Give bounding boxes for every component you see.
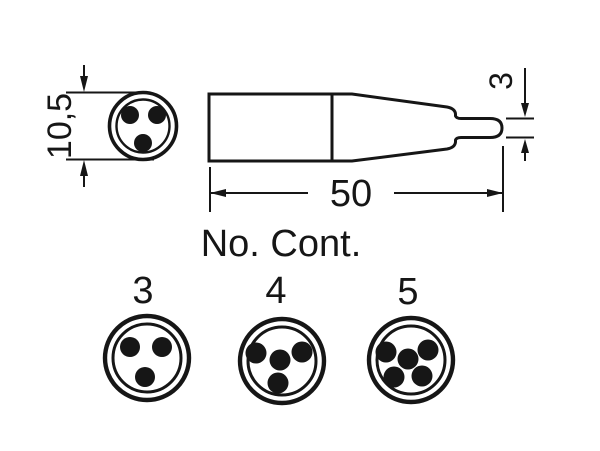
side-view-length-label: 50 [330,173,372,215]
arrow-up-icon [521,139,529,153]
pin [152,337,172,357]
pin [417,339,439,361]
side-view-tip-arrows [521,103,529,153]
pinout-variant-3-label: 3 [132,270,153,312]
front-view-diameter-dimension [66,65,154,187]
pin [135,367,155,387]
pin [375,341,397,363]
pinout-variant-4: 4 [237,270,327,406]
side-view-length-arrows [210,189,503,197]
pinout-3-inner-ring [111,322,183,394]
pin [411,365,433,387]
front-view-diameter-label: 10,5 [41,93,79,159]
front-view-pins [121,106,166,152]
pin [397,348,419,370]
pinout-variant-5-label: 5 [397,271,418,313]
side-view: 50 3 [207,68,534,215]
pin [134,134,152,152]
pin [269,349,291,371]
side-view-length-dimension [209,146,504,212]
pinout-variant-4-label: 4 [265,270,286,312]
side-view-body-outline [207,92,504,163]
front-view-dimension-arrows [80,76,88,176]
pinout-section-title: No. Cont. [201,223,362,265]
pinout-3-outer-ring [102,313,192,403]
arrow-up-icon [80,160,88,176]
pinout-5-inner-ring [375,324,447,396]
pinout-5-pins [375,339,439,388]
arrow-left-icon [210,189,226,197]
side-view-tip-dimension [506,68,534,161]
pin [121,106,139,124]
side-view-tip-label: 3 [483,72,519,90]
pin [383,366,405,388]
pin [267,372,289,394]
pin [148,106,166,124]
pinout-4-inner-ring [246,325,318,397]
pinout-variant-3: 3 [102,270,192,403]
pinout-variant-5: 5 [366,271,456,405]
pin [245,342,267,364]
pin [291,341,313,363]
front-view-inner-ring [115,98,171,154]
arrow-down-icon [80,76,88,92]
pin [120,337,140,357]
pinout-4-pins [245,341,313,394]
arrow-right-icon [487,189,503,197]
pinout-3-pins [120,337,172,387]
arrow-down-icon [521,103,529,117]
front-view: 10,5 [41,65,179,187]
